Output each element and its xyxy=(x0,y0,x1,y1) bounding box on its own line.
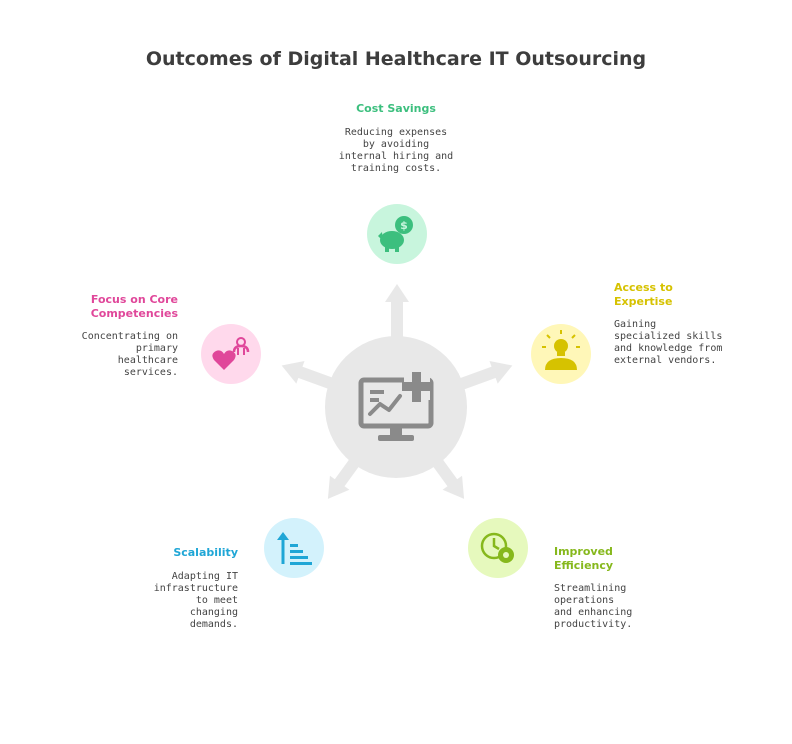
focus-core-label: Focus on Core Competencies xyxy=(90,293,178,320)
access-expertise-description: Gaining specialized skills and knowledge… xyxy=(614,319,723,366)
scale-up-bars-icon xyxy=(277,532,312,565)
svg-text:$: $ xyxy=(400,219,408,232)
cost-savings-description: Reducing expenses by avoiding internal h… xyxy=(338,127,454,174)
scalability-node xyxy=(264,518,324,578)
focus-core-node xyxy=(201,324,261,384)
diagram-title: Outcomes of Digital Healthcare IT Outsou… xyxy=(145,48,647,70)
scalability-description: Adapting IT infrastructure to meet chang… xyxy=(153,571,238,630)
arrow-to-cost-savings xyxy=(385,284,409,340)
cost-savings-node: $ xyxy=(367,204,427,264)
cost-savings-label: Cost Savings xyxy=(356,102,436,115)
improved-efficiency-description: Streamlining operations and enhancing pr… xyxy=(554,583,633,630)
heart-hands-icon xyxy=(212,337,250,370)
access-expertise-node xyxy=(531,324,591,384)
arrow-to-access-expertise xyxy=(453,361,513,392)
lightbulb-person-icon xyxy=(542,330,580,370)
scalability-label: Scalability xyxy=(173,546,238,559)
improved-efficiency-label: Improved Efficiency xyxy=(554,545,614,572)
focus-core-description: Concentrating on primary healthcare serv… xyxy=(81,331,178,378)
monitor-medical-chart-icon xyxy=(358,372,434,441)
piggy-bank-dollar-icon: $ xyxy=(378,216,413,252)
access-expertise-label: Access to Expertise xyxy=(614,281,673,308)
center-hub xyxy=(325,336,467,478)
improved-efficiency-node xyxy=(468,518,528,578)
clock-gear-icon xyxy=(480,532,514,563)
